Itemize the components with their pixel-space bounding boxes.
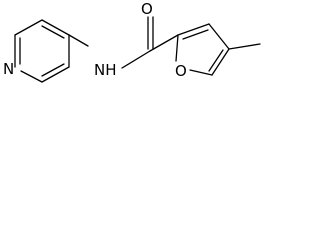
chemical-structure-diagram: N NH O O (0, 0, 284, 116)
bond-fur-c3-c4 (208, 23, 230, 50)
bond-pyr-5 (41, 66, 70, 83)
bond-nh-to-carbonyl (121, 50, 151, 69)
bond-fur-c2-c3-inner (182, 29, 209, 40)
atom-label-furan-o: O (175, 62, 187, 80)
bond-pyr-6 (20, 70, 43, 83)
bond-fur-c5-o (189, 69, 213, 76)
atom-label-carbonyl-o: O (141, 0, 153, 18)
bond-carbonyl-to-furan (149, 34, 179, 52)
atom-label-amide-nh: NH (94, 61, 117, 79)
bond-pyr-5-inner (41, 63, 65, 77)
bond-fur-c4-c5 (211, 48, 230, 76)
bond-ring-to-nh (68, 34, 89, 47)
bond-pyr-2 (14, 19, 43, 36)
bond-fur-c2-c3 (177, 23, 210, 36)
pyridine-ring (14, 19, 70, 83)
bond-methyl (228, 43, 261, 50)
molecule-svg: N NH O O (3, 0, 261, 83)
bond-pyr-3-inner (41, 25, 65, 39)
bond-fur-o-c2 (175, 34, 179, 62)
furan-ring (175, 23, 230, 76)
atom-label-pyridine-n: N (3, 60, 14, 78)
bond-fur-c4-c5-inner (208, 49, 224, 72)
bond-pyr-3 (41, 19, 70, 36)
